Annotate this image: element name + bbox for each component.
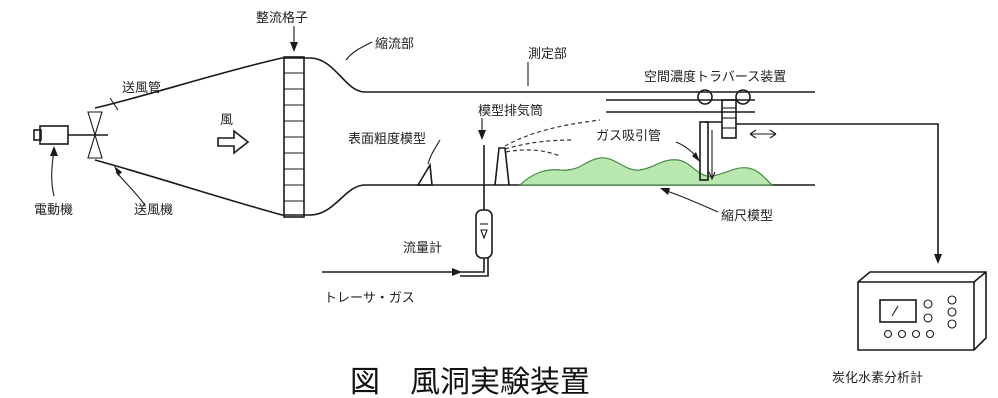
label-contraction: 縮流部 (375, 36, 414, 52)
leader-contraction (345, 41, 373, 61)
label-scale-model: 縮尺模型 (721, 208, 773, 224)
tunnel-upper-wall (94, 57, 815, 109)
traverse-device (606, 89, 755, 181)
label-diffuser: 送風管 (122, 81, 161, 96)
sample-line-arrowhead (934, 254, 942, 264)
label-measurement: 測定部 (528, 47, 567, 62)
leader-roughness (427, 139, 441, 165)
label-blower: 送風機 (134, 203, 173, 218)
tunnel-lower-wall (94, 159, 815, 216)
label-flowmeter: 流量計 (403, 240, 442, 256)
label-traverse: 空間濃度トラバース装置 (644, 69, 786, 85)
label-suction: ガス吸引管 (596, 129, 661, 144)
wind-arrow-icon (217, 129, 250, 155)
label-wind: 風 (220, 113, 233, 128)
exhaust-stack-icon (494, 147, 510, 186)
sample-line (736, 123, 939, 262)
label-roughness: 表面粗度模型 (348, 131, 426, 147)
label-tracer: トレーサ・ガス (324, 291, 415, 306)
leader-scale-model (660, 188, 719, 213)
leader-suction (675, 141, 700, 162)
label-straightener: 整流格子 (256, 10, 308, 26)
label-motor: 電動機 (34, 203, 73, 218)
motor-icon (33, 125, 108, 145)
leader-blower (114, 166, 146, 206)
terrain-model (518, 157, 774, 186)
tracer-gas-arrow (322, 268, 462, 276)
flow-straightener-grid (283, 56, 305, 218)
leader-motor (50, 146, 58, 197)
plume-upper (504, 119, 601, 147)
leader-exhaust (478, 118, 486, 140)
leader-straightener (290, 26, 298, 52)
traverse-arrow-icon (749, 129, 777, 139)
blower-fan-icon (87, 111, 103, 159)
leader-diffuser (109, 97, 119, 111)
plume-mid (504, 139, 573, 150)
label-analyzer: 炭化水素分析計 (832, 370, 923, 386)
roughness-element-icon (416, 162, 433, 186)
label-exhaust: 模型排気筒 (478, 103, 543, 119)
plume-lower (505, 149, 561, 157)
flowmeter-icon (460, 145, 493, 277)
analyzer-instrument (857, 271, 987, 351)
figure-caption: 図 風洞実験装置 (350, 365, 590, 398)
